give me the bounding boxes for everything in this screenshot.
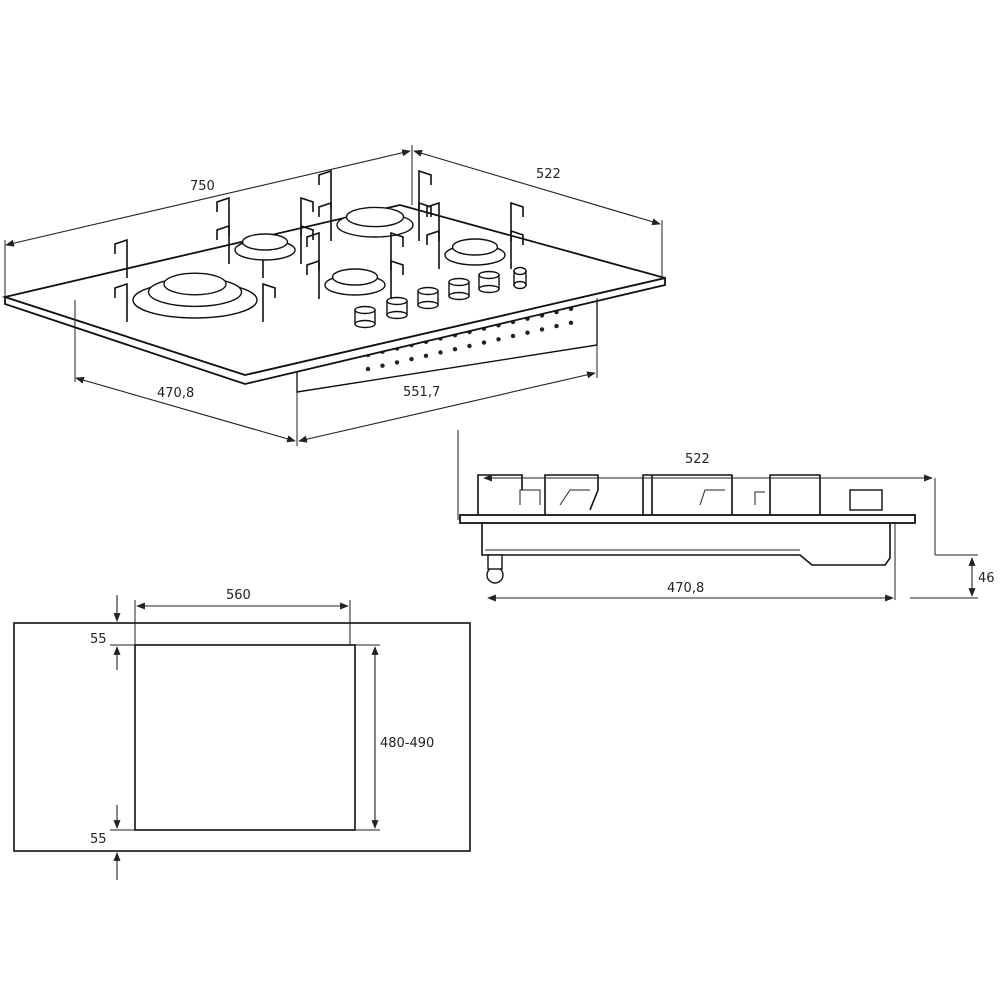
cutout-dimension-label-560: 560 — [226, 588, 251, 603]
vent-hole — [539, 327, 545, 332]
side-dimension-label-522: 522 — [685, 452, 710, 467]
dimension-line-470-8 — [75, 376, 296, 443]
pan-support — [426, 229, 440, 269]
pan-support — [114, 282, 128, 322]
cutout-dimension-label-55-bottom: 55 — [90, 832, 107, 847]
perspective-view: 750 522 470,8 551,7 — [1, 145, 666, 446]
dimension-label-470-8: 470,8 — [157, 386, 194, 401]
control-knob — [386, 296, 408, 320]
control-knob — [417, 286, 439, 310]
vent-hole — [467, 343, 472, 349]
vent-hole — [438, 350, 443, 355]
control-knob — [513, 266, 527, 290]
control-knob — [448, 277, 470, 301]
dimension-label-522: 522 — [536, 167, 561, 182]
cutout-dimension-label-55-top: 55 — [90, 632, 107, 647]
dimension-line-551-7 — [298, 371, 596, 443]
dimension-line-522 — [413, 149, 661, 226]
side-body — [481, 523, 891, 566]
control-knob — [354, 305, 376, 329]
side-glass-plate — [459, 514, 916, 524]
burner — [114, 238, 276, 322]
dimension-line-750 — [5, 149, 411, 247]
side-dimension-label-46: 46 — [978, 571, 995, 586]
vent-hole — [496, 337, 501, 342]
side-view: 522 470,8 46 — [457, 430, 995, 602]
vent-hole — [423, 353, 429, 358]
pan-support — [390, 259, 404, 299]
vent-hole — [568, 320, 574, 325]
control-knobs — [354, 266, 527, 329]
vent-hole — [380, 363, 385, 368]
pan-support — [510, 229, 524, 269]
control-knob — [478, 270, 500, 294]
dimension-label-750: 750 — [190, 179, 215, 194]
pan-support — [262, 282, 276, 322]
pan-support — [216, 196, 230, 236]
vent-hole — [365, 366, 371, 372]
vent-hole — [525, 330, 530, 335]
dimension-label-551-7: 551,7 — [403, 385, 440, 400]
vent-hole — [452, 347, 458, 352]
vent-hole — [554, 323, 559, 329]
side-knob — [849, 489, 883, 511]
cutout-outline — [134, 644, 356, 831]
side-dimension-label-470-8: 470,8 — [667, 581, 704, 596]
vent-hole — [409, 356, 414, 362]
worktop-outline — [13, 622, 471, 852]
cutout-view: 560 480-490 55 55 — [13, 588, 471, 880]
vent-hole — [481, 340, 487, 345]
cutout-dimension-label-480-490: 480-490 — [380, 736, 434, 751]
vent-hole — [510, 333, 516, 339]
pan-support — [306, 259, 320, 299]
vent-hole — [394, 360, 400, 365]
